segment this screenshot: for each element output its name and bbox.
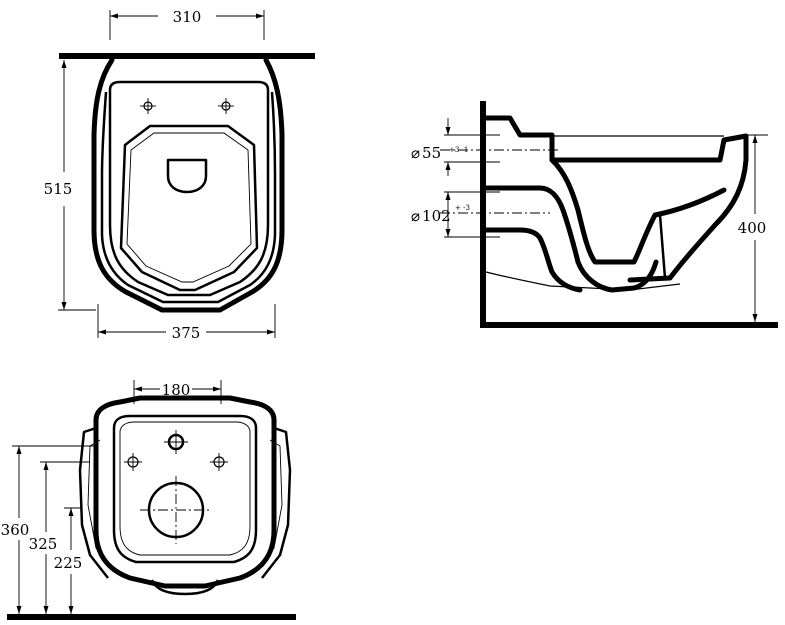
dim-top-width-label: 310 bbox=[173, 8, 202, 26]
dim-back-height-mid-label: 325 bbox=[29, 535, 58, 553]
outlet-hole bbox=[140, 476, 212, 544]
dim-pipe-upper-tolerance: +3 -1 bbox=[449, 146, 468, 154]
top-view-lid-inner bbox=[126, 132, 252, 283]
bolt-hole-left bbox=[124, 453, 142, 471]
top-view-outline bbox=[91, 57, 285, 313]
inlet-hole bbox=[164, 430, 188, 454]
back-view-wing-right bbox=[261, 426, 292, 579]
top-view-inner-rim bbox=[100, 91, 277, 304]
top-view-drain bbox=[166, 158, 208, 194]
dim-side-height-label: 400 bbox=[738, 219, 767, 237]
dim-top-height: 515 bbox=[44, 60, 96, 311]
dim-bottom-width: 375 bbox=[97, 304, 276, 342]
back-view-plate-inner bbox=[119, 421, 251, 556]
top-view-lid bbox=[119, 124, 259, 292]
back-view-wing-left bbox=[78, 426, 109, 579]
back-view-wing-right-inner bbox=[254, 439, 283, 573]
back-view-wing-left-inner bbox=[87, 439, 116, 573]
dim-pipe-upper-label: ⌀55 bbox=[411, 144, 441, 162]
dim-back-width-label: 180 bbox=[162, 381, 191, 399]
side-view-bowl bbox=[549, 157, 727, 265]
hinge-hole-right bbox=[218, 98, 234, 114]
side-view: ⌀55 +3 -1 ⌀102 + -3 400 bbox=[411, 101, 778, 328]
dim-pipe-lower: ⌀102 + -3 bbox=[411, 191, 500, 238]
dim-back-height-total: 360 bbox=[1, 445, 96, 614]
side-view-rim bbox=[483, 115, 749, 283]
back-view-foot bbox=[150, 579, 220, 596]
bolt-hole-right bbox=[210, 453, 228, 471]
side-view-rib bbox=[658, 214, 667, 279]
dim-pipe-upper: ⌀55 +3 -1 bbox=[411, 118, 500, 176]
back-view: 180 360 325 225 bbox=[1, 380, 296, 620]
dim-back-height-total-label: 360 bbox=[1, 521, 30, 539]
dim-top-height-label: 515 bbox=[44, 180, 73, 198]
dim-side-height: 400 bbox=[738, 134, 768, 322]
hinge-hole-left bbox=[140, 98, 156, 114]
side-view-siphon bbox=[483, 185, 659, 293]
dim-bottom-width-label: 375 bbox=[172, 324, 201, 342]
back-view-plate bbox=[112, 414, 258, 564]
back-view-outline bbox=[93, 395, 277, 589]
dim-back-height-low: 225 bbox=[54, 507, 83, 614]
side-view-foot bbox=[485, 271, 681, 291]
dim-back-height-low-label: 225 bbox=[54, 554, 83, 572]
side-view-outlet bbox=[483, 227, 583, 293]
dim-pipe-lower-label: ⌀102 bbox=[411, 207, 451, 225]
dim-back-height-mid: 325 bbox=[29, 461, 90, 614]
dim-top-width: 310 bbox=[109, 8, 265, 40]
top-view-seat bbox=[108, 80, 270, 297]
top-view: 310 515 375 bbox=[44, 8, 315, 342]
dim-back-width: 180 bbox=[133, 380, 222, 404]
dim-pipe-lower-tolerance: + -3 bbox=[455, 204, 470, 212]
